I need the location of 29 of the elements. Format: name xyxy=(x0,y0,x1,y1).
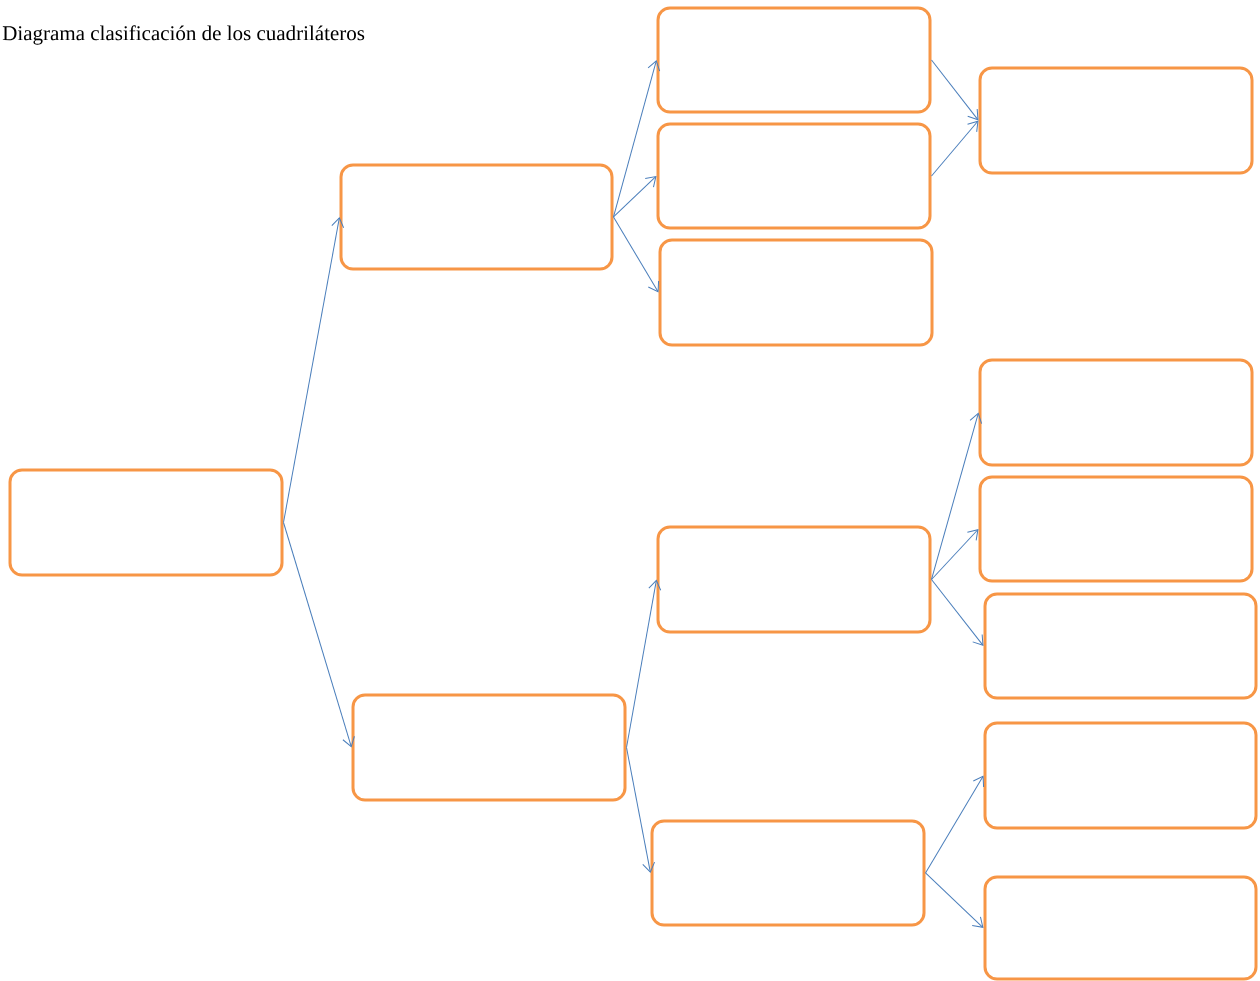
process-box xyxy=(978,66,1254,175)
process-box xyxy=(983,875,1258,981)
process-box xyxy=(339,163,614,271)
process-box xyxy=(656,525,932,634)
arrow xyxy=(925,775,985,874)
arrow xyxy=(613,216,660,293)
arrow xyxy=(613,176,657,218)
arrow xyxy=(626,579,662,748)
process-box xyxy=(656,122,932,230)
arrow xyxy=(283,217,345,523)
title: Diagrama clasificación de los cuadriláteros xyxy=(2,25,365,45)
arrow xyxy=(931,59,979,121)
process-box xyxy=(983,721,1258,830)
arrow xyxy=(931,412,983,580)
process-box xyxy=(656,6,932,114)
arrow xyxy=(931,529,979,580)
process-box xyxy=(8,468,284,577)
process-box xyxy=(658,238,934,347)
arrow xyxy=(283,522,355,748)
process-box xyxy=(978,475,1254,583)
process-box xyxy=(978,358,1254,467)
process-box xyxy=(650,819,926,927)
process-box xyxy=(351,693,627,802)
arrow xyxy=(626,747,656,873)
arrow xyxy=(613,60,661,218)
arrow xyxy=(925,872,984,928)
arrow xyxy=(931,579,984,646)
process-box xyxy=(983,592,1258,700)
arrow xyxy=(931,120,979,177)
